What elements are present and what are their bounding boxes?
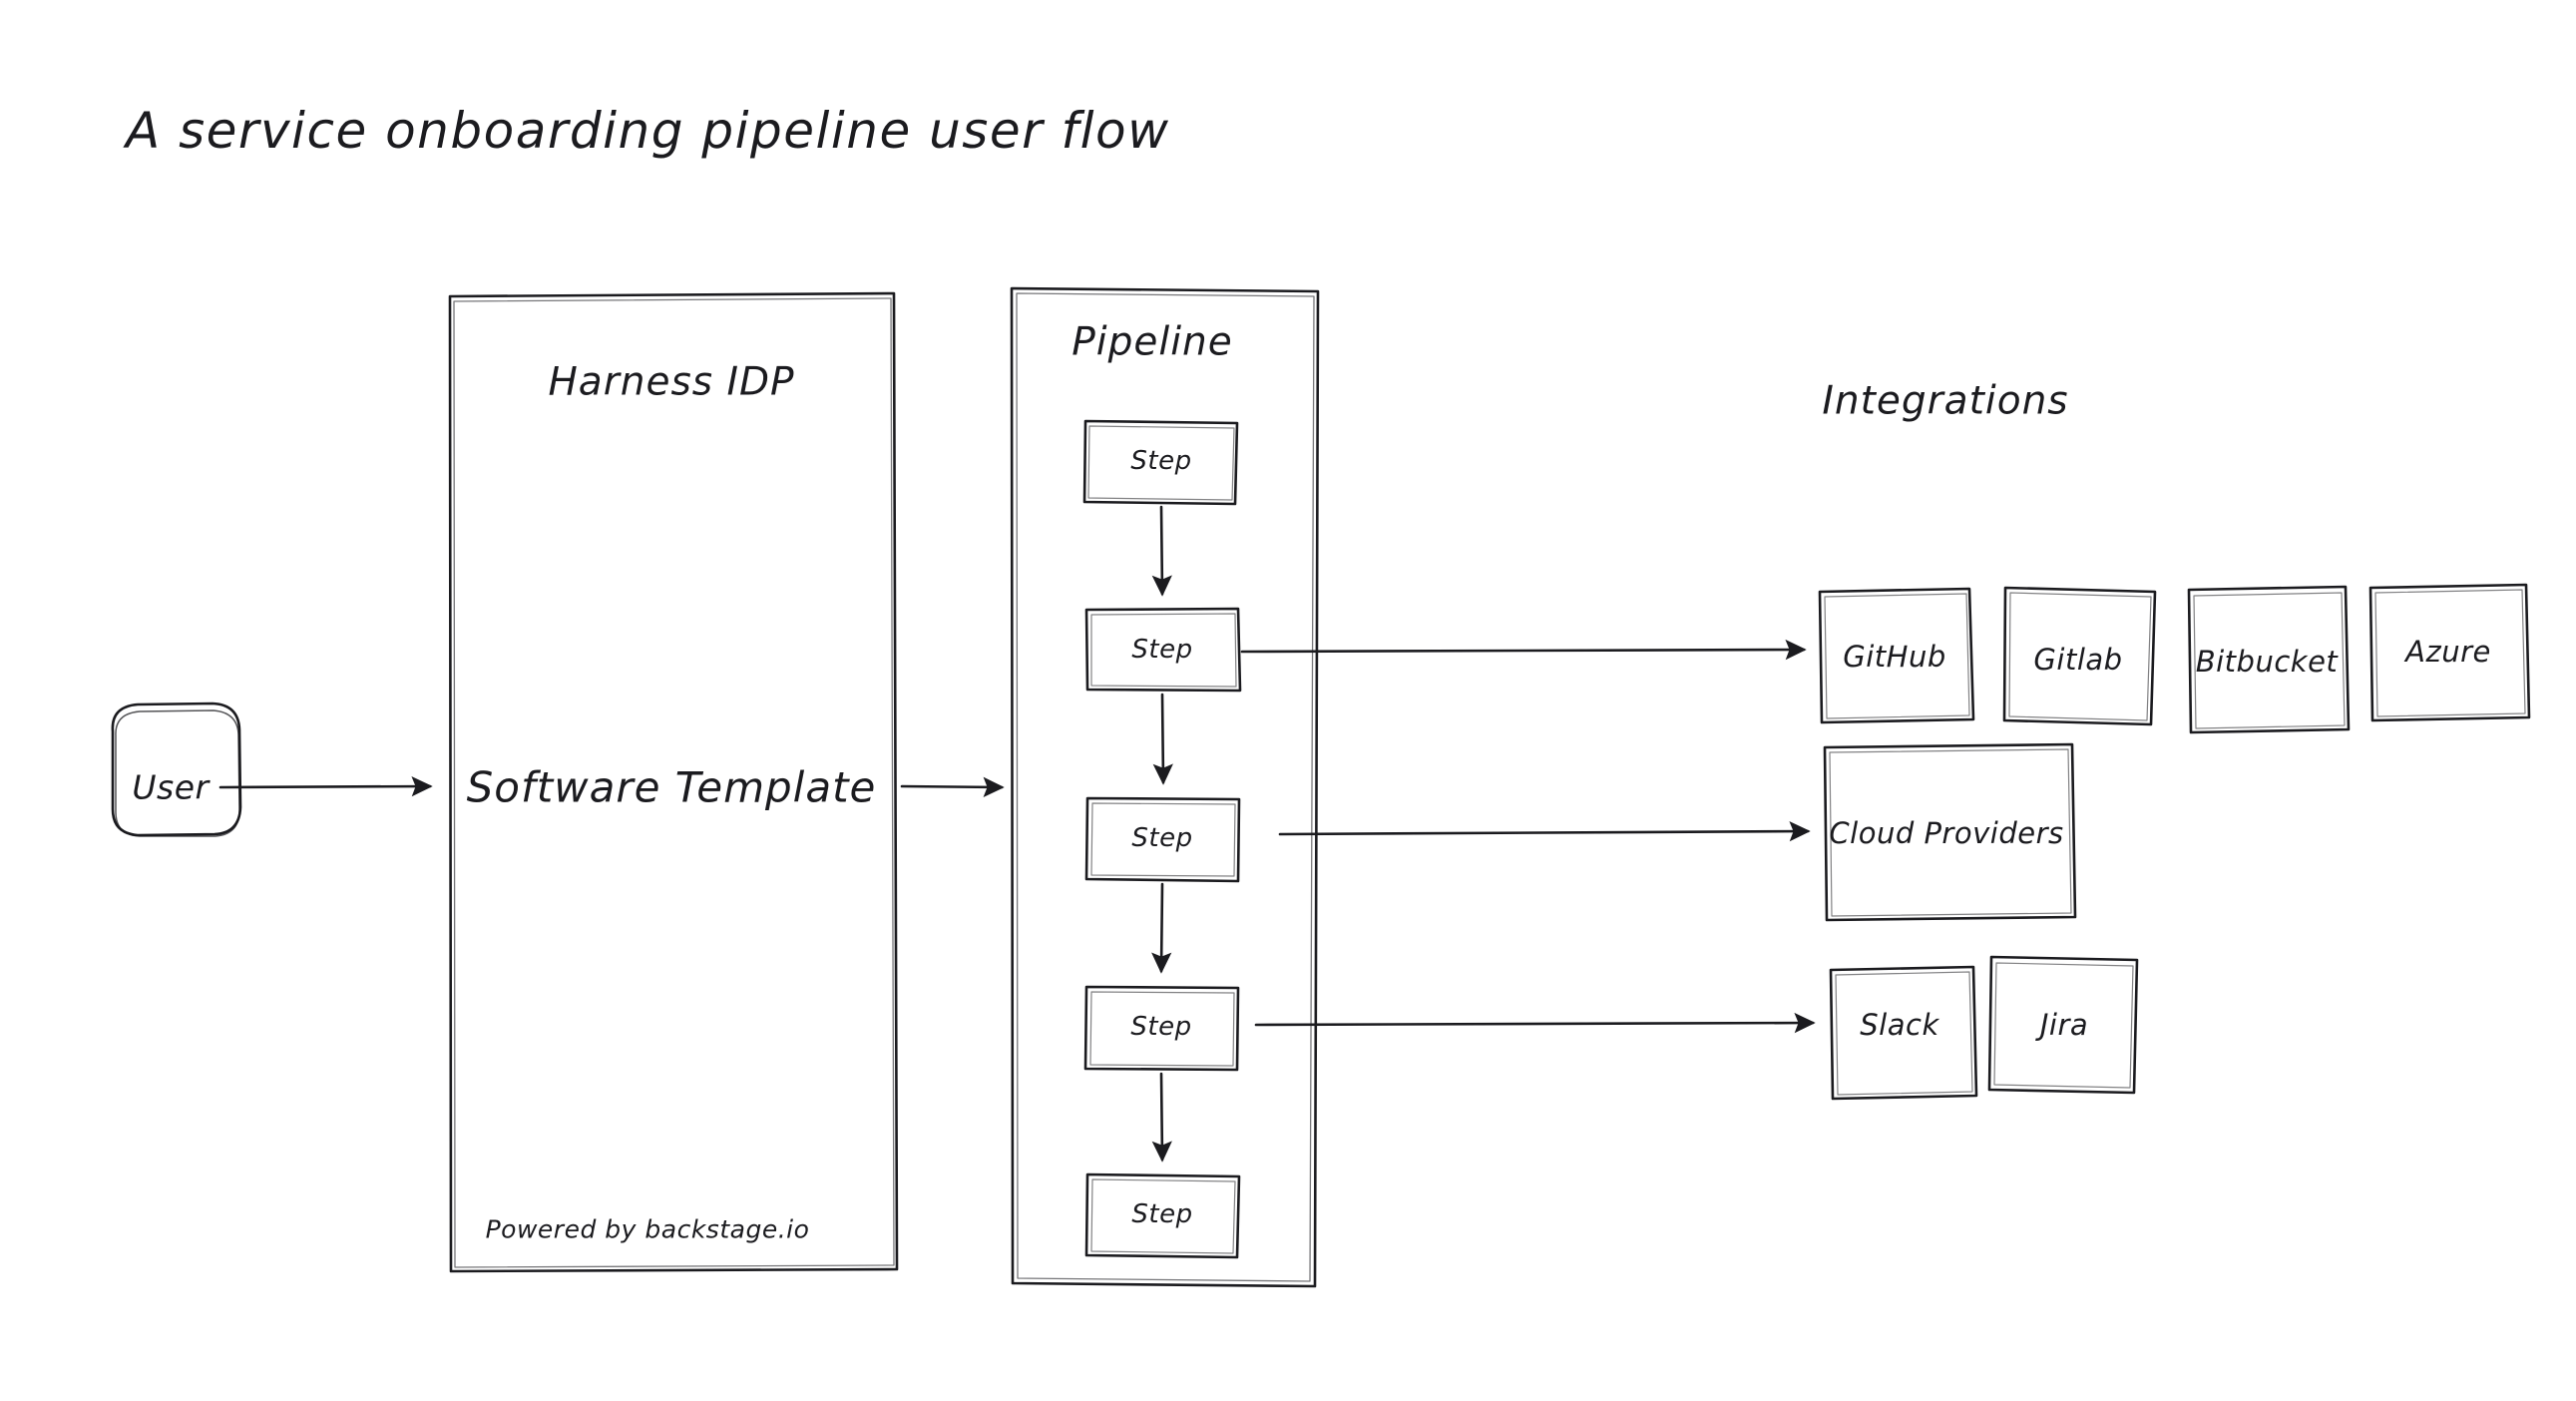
- integration-box-slack-shape: [1829, 965, 1978, 1101]
- integration-box-gitlab-shape: [2002, 586, 2157, 726]
- connector-step1-to-step2: [1151, 505, 1172, 597]
- step-box-5-shape: [1084, 1172, 1241, 1259]
- connector-arrows: [218, 505, 1816, 1163]
- connector-step2-to-scm: [1240, 639, 1807, 661]
- step-box-1-shape: [1082, 419, 1239, 506]
- harness-idp-container-shape: [448, 291, 899, 1273]
- connector-step3-to-step4: [1151, 882, 1172, 974]
- connector-step2-to-step3: [1152, 693, 1173, 785]
- connector-step4-to-collab: [1254, 1012, 1816, 1034]
- pipeline-container-shape: [1010, 286, 1320, 1288]
- connector-step3-to-cloud: [1278, 820, 1811, 842]
- step-box-2-shape: [1084, 607, 1242, 693]
- integration-box-jira-shape: [1987, 955, 2139, 1095]
- connector-user-to-harness: [218, 775, 433, 797]
- step-box-3-shape: [1084, 796, 1241, 883]
- step-box-4-shape: [1083, 985, 1240, 1072]
- integration-box-github-shape: [1818, 587, 1975, 724]
- integration-box-cloud-providers-shape: [1823, 742, 2077, 922]
- integration-box-bitbucket-shape: [2187, 585, 2351, 734]
- connector-harness-to-pipeline: [900, 776, 1005, 797]
- user-node-shape: [111, 701, 242, 837]
- integration-box-azure-shape: [2368, 583, 2531, 722]
- connector-step4-to-step5: [1151, 1072, 1172, 1163]
